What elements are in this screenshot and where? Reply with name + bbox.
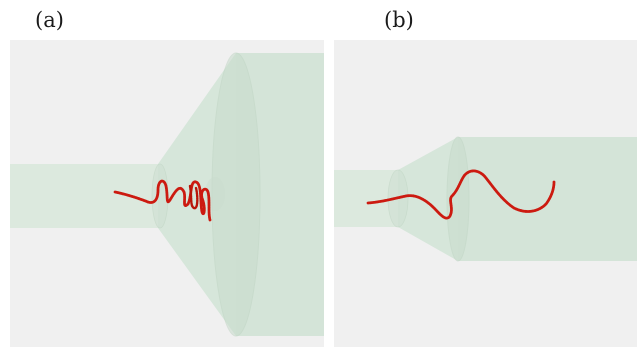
outlet-cylinder-b [458, 137, 637, 261]
polymer-chain-b [366, 169, 556, 220]
cylinder-rim-b [446, 136, 470, 262]
inlet-rim-a [151, 163, 169, 229]
panel-a-canvas [10, 52, 324, 337]
expansion-channel-b [334, 136, 637, 262]
panel-a-label: (a) [35, 8, 64, 32]
cone-section-b [398, 137, 458, 261]
panel-a [10, 40, 324, 347]
panel-b [334, 40, 637, 347]
polymer-chain-a [113, 179, 212, 222]
polymer-chain-a-overlay [188, 184, 199, 210]
panel-b-canvas [334, 136, 637, 262]
panel-b-label: (b) [384, 8, 414, 32]
inlet-tube-a [10, 164, 160, 228]
